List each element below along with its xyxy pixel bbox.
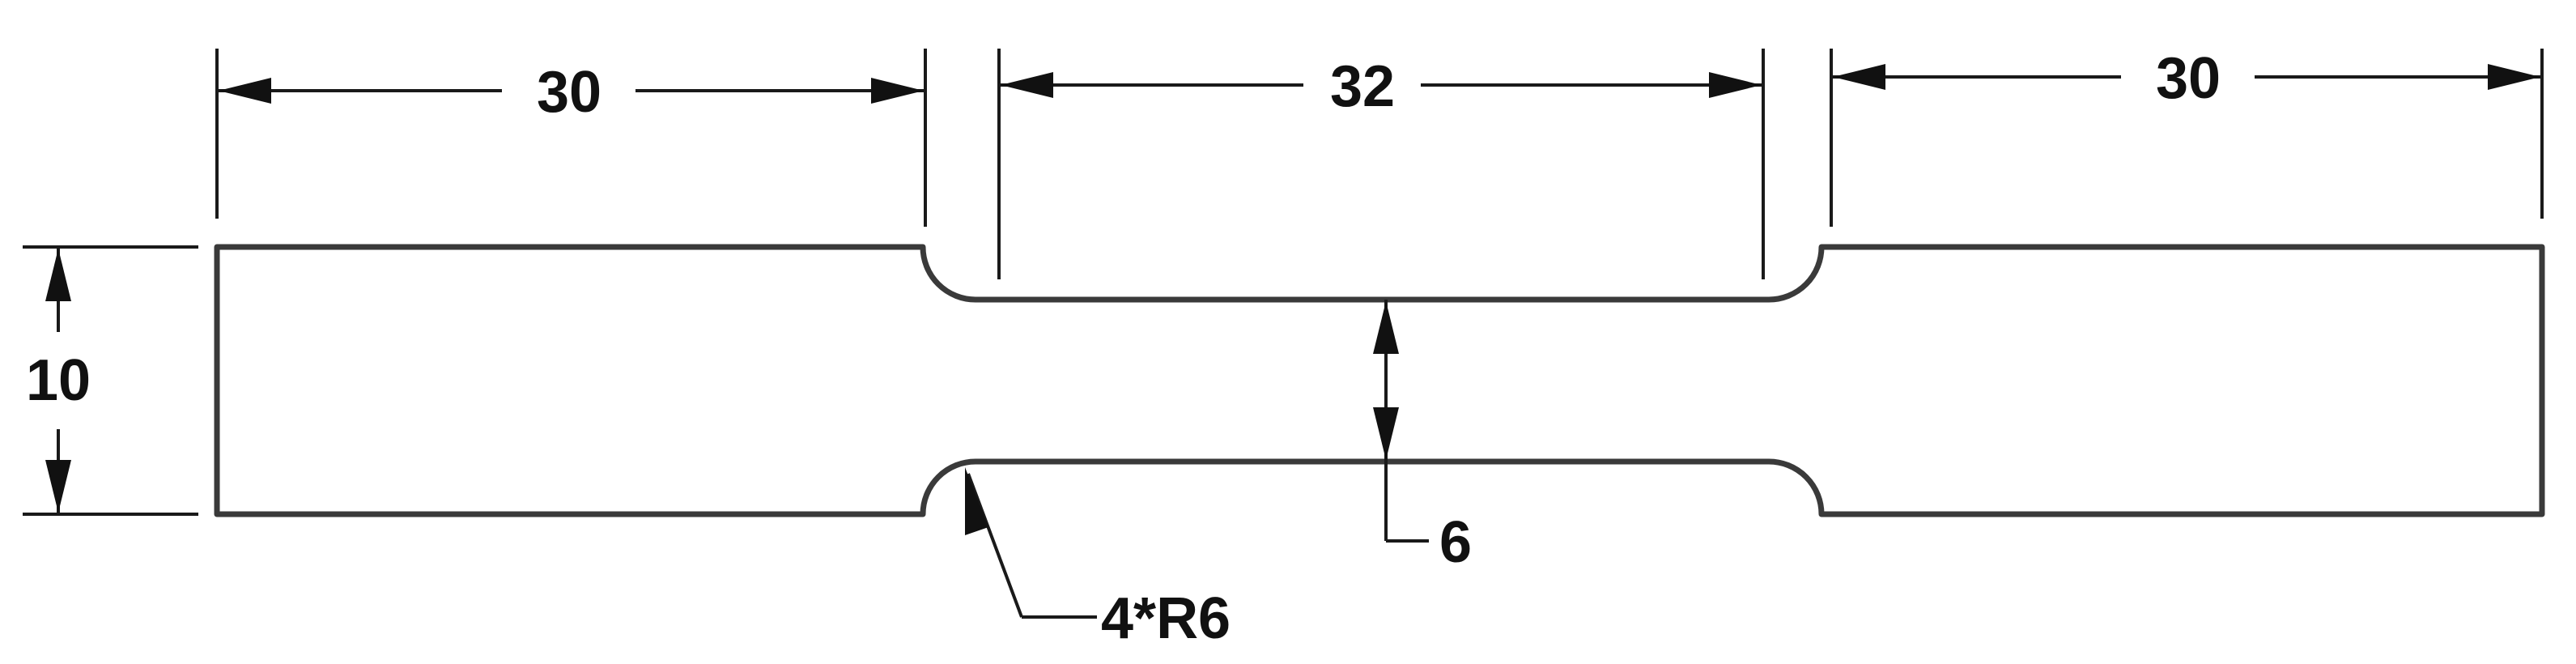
dimension-label-gauge-width: 6: [1439, 510, 1472, 575]
dimension-label-right-length: 30: [2156, 46, 2221, 111]
arrowhead-icon: [45, 249, 71, 301]
dimension-label-gauge-length: 32: [1330, 54, 1395, 119]
dimension-label-left-length: 30: [537, 60, 601, 125]
arrowhead-icon: [1833, 64, 1885, 90]
dimension-gauge-width: 6: [1373, 300, 1472, 575]
leader-fillet-radius: 4*R6: [965, 467, 1231, 651]
arrowhead-icon: [1373, 407, 1399, 460]
dimension-label-fillet-radius: 4*R6: [1101, 586, 1231, 651]
dimension-gauge-length: 32: [999, 54, 1763, 119]
arrowhead-icon: [2488, 64, 2540, 90]
arrowhead-icon: [1709, 72, 1762, 98]
dimension-left-length: 30: [217, 60, 925, 125]
dimension-overall-width: 10: [26, 247, 91, 514]
arrowhead-icon: [219, 78, 271, 104]
arrowhead-icon: [965, 467, 988, 535]
dimension-right-length: 30: [1831, 46, 2542, 111]
arrowhead-icon: [1001, 72, 1053, 98]
dimension-label-overall-width: 10: [26, 348, 91, 413]
arrowhead-icon: [1373, 301, 1399, 354]
specimen-outline: [214, 244, 2545, 517]
arrowhead-icon: [871, 78, 924, 104]
arrowhead-icon: [45, 460, 71, 513]
